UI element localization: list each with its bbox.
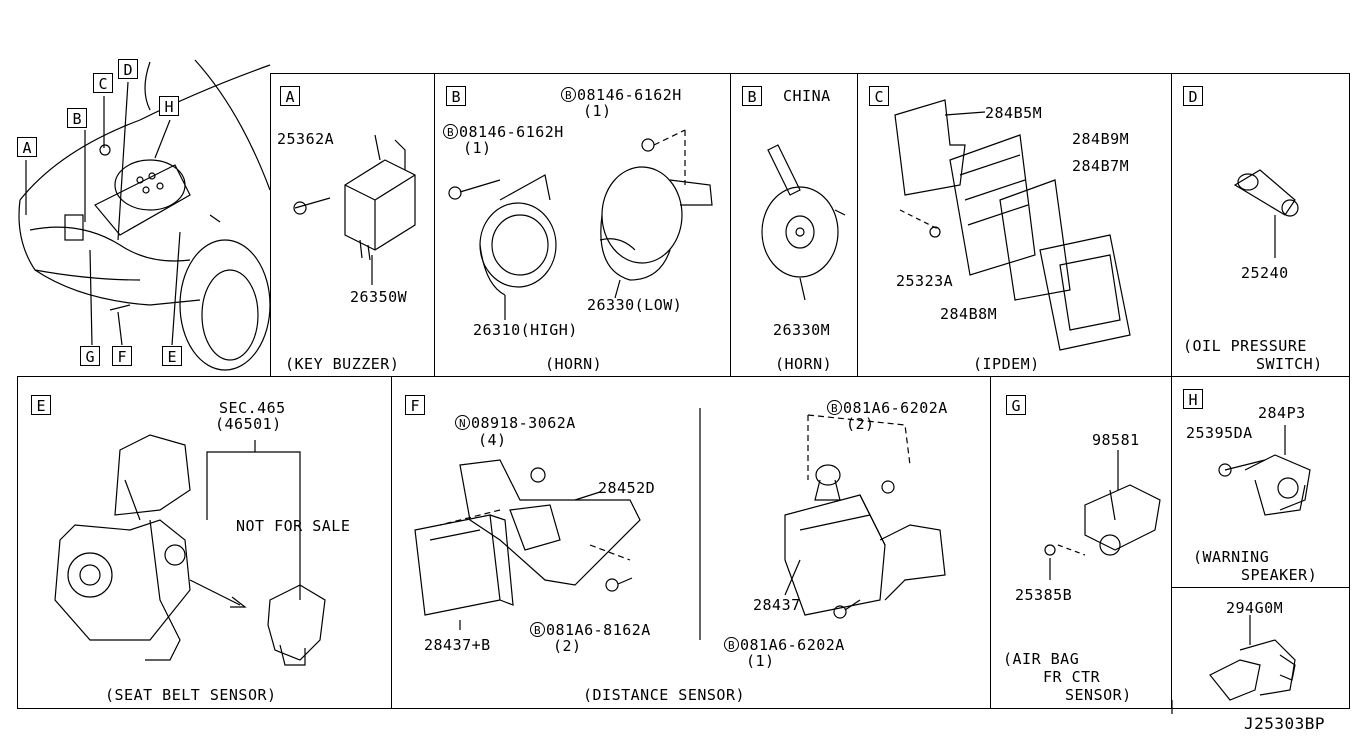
part-284b8m[interactable]: 284B8M <box>940 305 998 323</box>
section-ref-sec465[interactable]: SEC.465 <box>219 399 286 417</box>
bolt-081a6-8162a-qty: (2) <box>553 637 582 655</box>
bolt-top-qty: (1) <box>583 102 612 120</box>
part-25240[interactable]: 25240 <box>1241 264 1289 282</box>
panel-g-letter: G <box>1006 395 1026 415</box>
panel-e-letter: E <box>31 395 51 415</box>
bolt-081a6-6202a-top-qty: (2) <box>846 415 875 433</box>
warning-speaker-drawing <box>1218 425 1311 516</box>
overview-label-c[interactable]: C <box>93 73 113 93</box>
horn-china-drawing <box>761 144 846 301</box>
overview-label-h[interactable]: H <box>159 96 179 116</box>
car-overview-drawing <box>18 59 271 371</box>
key-buzzer-drawing <box>293 134 416 285</box>
part-25395da[interactable]: 25395DA <box>1186 424 1253 442</box>
distance-sensor-right-drawing <box>784 414 946 619</box>
region-china: CHINA <box>783 87 831 105</box>
bolt-left-qty: (1) <box>463 139 492 157</box>
panel-g-caption-2: FR CTR <box>1043 668 1101 686</box>
overview-label-e[interactable]: E <box>162 346 182 366</box>
bolt-081a6-6202a-bottom-qty: (1) <box>746 652 775 670</box>
part-294g0m[interactable]: 294G0M <box>1226 599 1284 617</box>
panel-d-caption-1: (OIL PRESSURE <box>1183 337 1307 355</box>
part-284b7m[interactable]: 284B7M <box>1072 157 1130 175</box>
panel-f-caption: (DISTANCE SENSOR) <box>583 686 746 704</box>
panel-g-caption-3: SENSOR) <box>1065 686 1132 704</box>
diagram-id: J25303BP <box>1244 714 1326 733</box>
part-28437-b[interactable]: 28437+B <box>424 636 491 654</box>
part-28437[interactable]: 28437 <box>753 596 801 614</box>
part-284p3[interactable]: 284P3 <box>1258 404 1306 422</box>
panel-e-caption: (SEAT BELT SENSOR) <box>105 686 277 704</box>
part-25323a[interactable]: 25323A <box>896 272 954 290</box>
part-284b5m[interactable]: 284B5M <box>985 104 1043 122</box>
panel-d-caption-2: SWITCH) <box>1256 355 1323 373</box>
overview-label-f[interactable]: F <box>112 346 132 366</box>
part-98581[interactable]: 98581 <box>1092 431 1140 449</box>
horn-high-low-drawing <box>448 129 713 320</box>
panel-b-china-caption: (HORN) <box>775 355 833 373</box>
distance-sensor-left-drawing <box>414 459 641 630</box>
panel-b-caption: (HORN) <box>545 355 603 373</box>
oil-pressure-switch-drawing <box>1233 169 1299 258</box>
panel-c-caption: (IPDEM) <box>973 355 1040 373</box>
part-28452d[interactable]: 28452D <box>598 479 656 497</box>
overview-label-b[interactable]: B <box>67 108 87 128</box>
panel-b-letter: B <box>446 86 466 106</box>
part-26310-high[interactable]: 26310(HIGH) <box>473 321 578 339</box>
seat-belt-sensor-drawing <box>54 434 326 666</box>
part-284b9m[interactable]: 284B9M <box>1072 130 1130 148</box>
part-25385b[interactable]: 25385B <box>1015 586 1073 604</box>
air-bag-sensor-drawing <box>1044 450 1161 580</box>
ipdm-drawing <box>894 99 1131 351</box>
part-26330m[interactable]: 26330M <box>773 321 831 339</box>
overview-label-a[interactable]: A <box>17 137 37 157</box>
panel-d-letter: D <box>1183 86 1203 106</box>
panel-h-caption-1: (WARNING <box>1193 548 1270 566</box>
part-26330-low[interactable]: 26330(LOW) <box>587 296 683 314</box>
panel-x-frame <box>1171 587 1350 709</box>
overview-label-d[interactable]: D <box>118 59 138 79</box>
part-26350w[interactable]: 26350W <box>350 288 408 306</box>
panel-a-caption: (KEY BUZZER) <box>285 355 400 373</box>
section-ref-46501: (46501) <box>215 415 282 433</box>
panel-c-letter: C <box>869 86 889 106</box>
part-25362a[interactable]: 25362A <box>277 130 335 148</box>
panel-a-letter: A <box>280 86 300 106</box>
panel-g-caption-1: (AIR BAG <box>1003 650 1080 668</box>
not-for-sale-note: NOT FOR SALE <box>236 517 351 535</box>
panel-h-letter: H <box>1183 389 1203 409</box>
overview-label-g[interactable]: G <box>80 346 100 366</box>
panel-f-letter: F <box>405 395 425 415</box>
panel-h-caption-2: SPEAKER) <box>1241 566 1318 584</box>
nut-qty: (4) <box>478 431 507 449</box>
panel-b-china-letter: B <box>742 86 762 106</box>
part-294g0m-drawing <box>1209 615 1296 701</box>
